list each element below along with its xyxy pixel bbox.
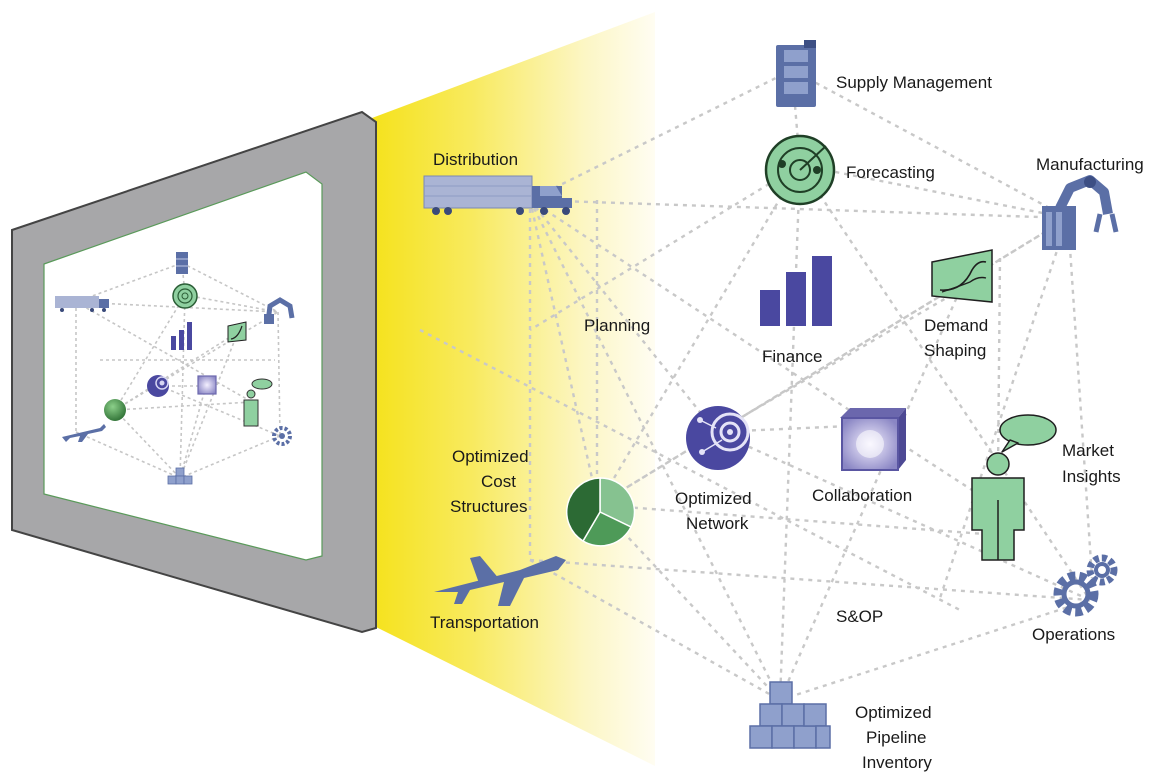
mini-stacked-boxes-icon [167, 467, 193, 485]
label-optimized-cost-line2: Cost [481, 472, 516, 491]
label-forecasting: Forecasting [846, 163, 935, 182]
mini-robot-arm-icon [264, 297, 295, 324]
screen-mini-network [55, 252, 295, 485]
label-supply-management: Supply Management [836, 73, 992, 92]
mini-person-speech-icon [243, 378, 273, 427]
projection-beam [372, 12, 655, 766]
mini-cube-icon [197, 375, 217, 395]
truck-icon [423, 175, 572, 215]
label-optimized-cost-line1: Optimized [452, 447, 529, 466]
label-market-insights-line2: Insights [1062, 467, 1121, 486]
mini-airplane-icon [62, 424, 106, 442]
stacked-boxes-icon [749, 681, 831, 749]
label-collaboration: Collaboration [812, 486, 912, 505]
mini-gears-icon [272, 426, 292, 446]
label-finance: Finance [762, 347, 822, 366]
label-pipeline-inventory-line3: Inventory [862, 753, 932, 772]
label-manufacturing: Manufacturing [1036, 155, 1144, 174]
label-distribution: Distribution [433, 150, 518, 169]
label-optimized-cost-line3: Structures [450, 497, 527, 516]
label-planning: Planning [584, 316, 650, 335]
label-market-insights-line1: Market [1062, 441, 1114, 460]
pie-chart-icon [565, 477, 636, 547]
label-sop: S&OP [836, 607, 883, 626]
bar-chart-icon [760, 256, 832, 326]
server-icon [776, 40, 816, 107]
label-operations: Operations [1032, 625, 1115, 644]
network-edges [419, 68, 1094, 702]
network-globe-icon [686, 406, 750, 470]
label-transportation: Transportation [430, 613, 539, 632]
mini-truck-icon [55, 296, 109, 312]
radar-icon [764, 134, 836, 206]
robot-arm-icon [1042, 175, 1119, 250]
screen-frame [11, 110, 377, 634]
mini-server-icon [176, 252, 188, 274]
mini-radar-icon [172, 283, 198, 309]
mini-bar-chart-icon [171, 322, 192, 350]
cube-icon [840, 408, 906, 471]
label-demand-shaping-line1: Demand [924, 316, 988, 335]
gears-icon [1053, 554, 1118, 617]
mini-curve-chart-icon [227, 321, 247, 343]
airplane-icon [434, 556, 566, 606]
person-speech-icon [971, 414, 1057, 561]
curve-chart-icon [931, 249, 993, 303]
label-optimized-network-line2: Network [686, 514, 749, 533]
label-pipeline-inventory-line2: Pipeline [866, 728, 927, 747]
mini-globe-icon [104, 399, 126, 421]
label-optimized-network-line1: Optimized [675, 489, 752, 508]
mini-network-globe-icon [147, 375, 169, 397]
label-demand-shaping-line2: Shaping [924, 341, 986, 360]
label-pipeline-inventory-line1: Optimized [855, 703, 932, 722]
